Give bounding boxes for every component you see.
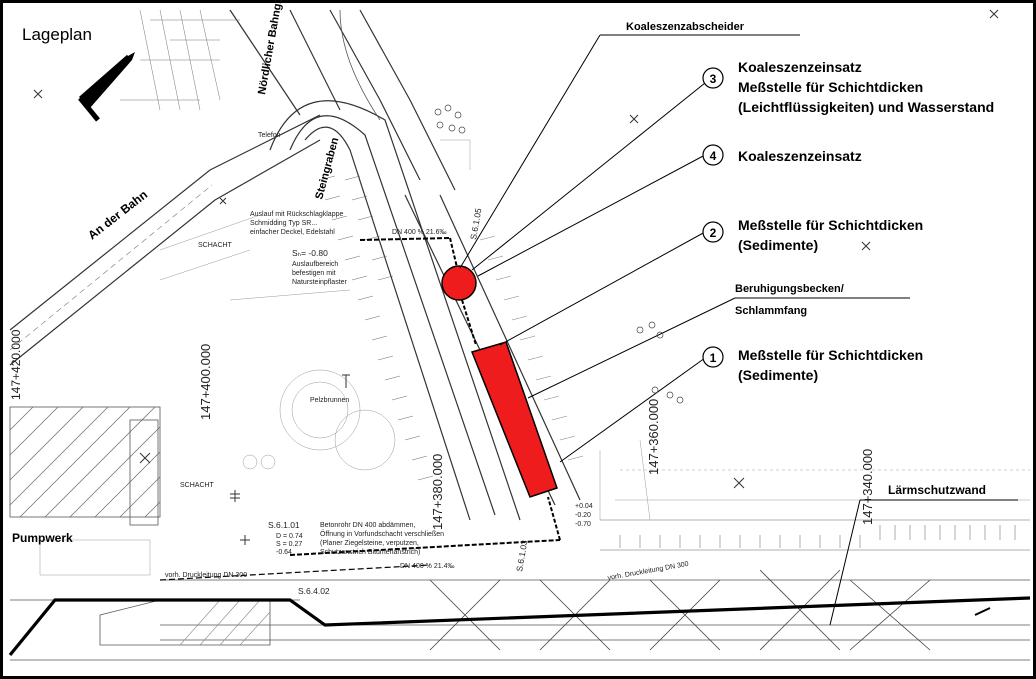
label-schacht-1: SCHACHT: [198, 242, 233, 249]
callout-circle-3: 3: [702, 67, 724, 89]
callout-circle-4: 4: [702, 144, 724, 166]
shaft-d-1: D = 0.74: [276, 533, 303, 540]
coalescence-separator-shaft: [441, 265, 477, 301]
c1-line1: Meßstelle für Schichtdicken: [738, 347, 923, 363]
shaft-d-2: S = 0.27: [276, 541, 302, 548]
label-koaleszenzabscheider: Koaleszenzabscheider: [626, 21, 745, 33]
station-147-360: 147+360.000: [646, 399, 661, 475]
shaft-r-1: +0.04: [575, 503, 593, 510]
callout-number-1: 1: [710, 351, 717, 365]
label-pelzbrunnen: Pelzbrunnen: [310, 397, 349, 404]
note-ausl-2: befestigen mit: [292, 270, 336, 277]
c3-line2: Meßstelle für Schichtdicken: [738, 79, 923, 95]
label-beruhigungsbecken: Beruhigungsbecken/: [735, 283, 844, 295]
note-telefon: Telefon: [258, 132, 281, 139]
note-ausl-3: Natursteinpflaster: [292, 279, 348, 286]
hydrant-icon: [342, 374, 350, 388]
note-pipe-top: DN 400 % 21.6‰: [392, 229, 446, 236]
c1-line2: (Sedimente): [738, 367, 818, 383]
callout-number-3: 3: [710, 72, 717, 86]
note-beton-3: (Planer Ziegelsteine, verputzen,: [320, 540, 419, 547]
note-beton-1: Betonrohr DN 400 abdämmen,: [320, 522, 415, 529]
shaft-r-3: -0.70: [575, 521, 591, 528]
callout-circle-1: 1: [702, 346, 724, 368]
settling-basin: [470, 341, 558, 498]
page-title: Lageplan: [22, 25, 92, 44]
label-schacht-2: SCHACHT: [180, 482, 215, 489]
callout-number-2: 2: [710, 226, 717, 240]
callout-leaders: [459, 34, 1018, 626]
callout-circle-2: 2: [702, 221, 724, 243]
c3-line1: Koaleszenzeinsatz: [738, 59, 862, 75]
note-auslauf-1: Auslauf mit Rückschlagklappe: [250, 211, 343, 218]
post-symbols-icon: [230, 490, 250, 545]
c3-line3: (Leichtflüssigkeiten) und Wasserstand: [738, 99, 994, 115]
callout-number-4: 4: [710, 149, 717, 163]
road-an-der-bahn: [9, 114, 321, 366]
label-pumpwerk: Pumpwerk: [12, 531, 73, 545]
building-hatched: [9, 406, 161, 526]
note-pipe-bottom: DN 400 % 21.4‰: [400, 563, 454, 570]
station-147-340: 147+340.000: [860, 449, 875, 525]
note-sh-value: Sₕ= -0.80: [292, 248, 328, 258]
road-noerdlicher-bahngraben: [120, 9, 456, 191]
label-schlammfang: Schlammfang: [735, 305, 807, 317]
c2-line1: Meßstelle für Schichtdicken: [738, 217, 923, 233]
note-auslauf-2: Schmidding Typ SR...: [250, 220, 317, 227]
station-147-420: 147+420.000: [9, 329, 23, 400]
shaft-r-2: -0.20: [575, 512, 591, 519]
north-arrow-icon: [78, 52, 135, 122]
pipe-lines: [159, 237, 561, 581]
shaft-s-6-4-02: S.6.4.02: [298, 586, 330, 596]
station-147-400: 147+400.000: [198, 344, 213, 420]
note-ausl-1: Auslaufbereich: [292, 261, 338, 268]
background-contours: [39, 139, 1030, 576]
noise-barrier-line: [8, 596, 1031, 657]
note-druckleitung-1: vorh. Druckleitung DN 300: [165, 572, 247, 579]
shaft-d-3: -0.64: [276, 549, 292, 556]
station-147-380: 147+380.000: [430, 454, 445, 530]
label-laermschutzwand: Lärmschutzwand: [888, 483, 986, 497]
tree-symbols-icon: [434, 104, 684, 404]
shaft-s-6-1-01: S.6.1.01: [268, 520, 300, 530]
note-beton-2: Öffnung in Vorfundschacht verschließen: [320, 530, 444, 538]
note-auslauf-3: einfacher Deckel, Edelstahl: [250, 229, 335, 236]
c4-line1: Koaleszenzeinsatz: [738, 148, 862, 164]
survey-markers: [33, 9, 999, 489]
note-beton-4: Schutzanstrich Bitumenanstrich): [320, 549, 420, 556]
channel-steingraben: [269, 9, 521, 521]
c2-line2: (Sedimente): [738, 237, 818, 253]
